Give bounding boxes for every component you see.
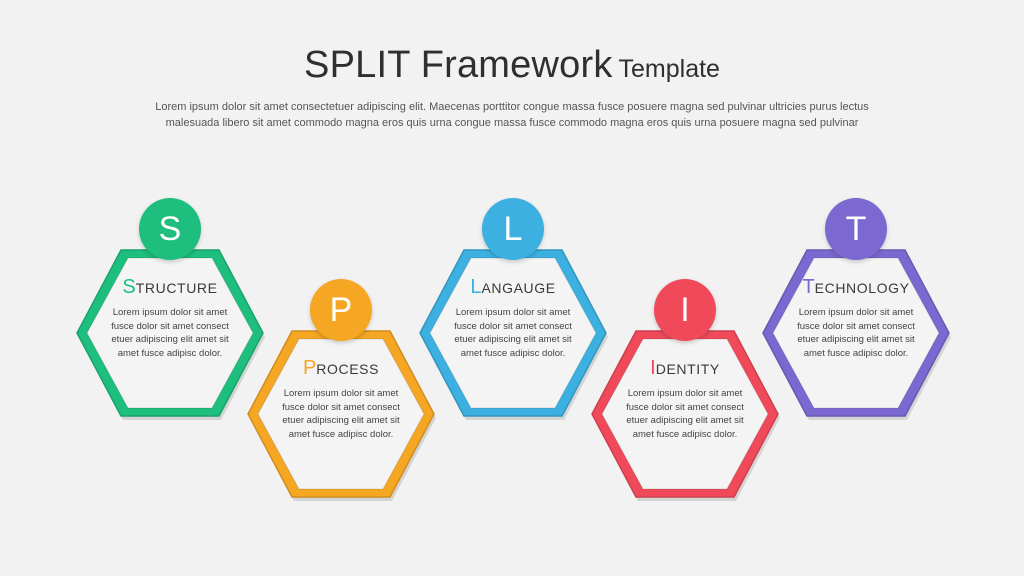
step-heading: STRUCTURE [75, 276, 265, 299]
hexagon-shape [591, 330, 780, 501]
heading-initial: T [802, 276, 815, 298]
subtitle-text: Lorem ipsum dolor sit amet consectetuer … [155, 101, 869, 129]
step-heading: LANGAUGE [418, 276, 608, 299]
step-letter-badge: I [654, 279, 716, 341]
step-structure: S STRUCTURE Lorem ipsum dolor sit amet f… [75, 198, 265, 420]
step-letter-badge: L [482, 198, 544, 260]
step-body-text: Lorem ipsum dolor sit amet fusce dolor s… [797, 307, 915, 359]
heading-initial: P [302, 357, 317, 379]
heading-initial: S [122, 276, 136, 298]
heading-rest: ROCESS [316, 361, 380, 377]
step-heading: IDENTITY [590, 357, 780, 380]
hexagon-shape [419, 249, 608, 420]
step-body-text: Lorem ipsum dolor sit amet fusce dolor s… [454, 307, 572, 359]
hexagon-fill [86, 257, 254, 409]
hexagon-shape [247, 330, 436, 501]
hexagon-shape [76, 249, 265, 420]
heading-initial: L [470, 276, 482, 298]
title-main: SPLIT Framework [304, 44, 613, 86]
heading-rest: ANGAUGE [481, 280, 556, 296]
hexagon-fill [772, 257, 940, 409]
step-language: L LANGAUGE Lorem ipsum dolor sit amet fu… [418, 198, 608, 420]
step-letter-badge: S [139, 198, 201, 260]
step-body-text: Lorem ipsum dolor sit amet fusce dolor s… [626, 388, 744, 440]
hexagon-fill [429, 257, 597, 409]
step-process: P PROCESS Lorem ipsum dolor sit amet fus… [246, 279, 436, 501]
step-body-text: Lorem ipsum dolor sit amet fusce dolor s… [111, 307, 229, 359]
heading-rest: DENTITY [655, 361, 720, 377]
step-technology: T TECHNOLOGY Lorem ipsum dolor sit amet … [761, 198, 951, 420]
heading-initial: I [650, 357, 656, 379]
step-letter-badge: T [825, 198, 887, 260]
step-letter-badge: P [310, 279, 372, 341]
step-heading: PROCESS [246, 357, 436, 380]
heading-rest: TRUCTURE [135, 280, 218, 296]
step-body-text: Lorem ipsum dolor sit amet fusce dolor s… [282, 388, 400, 440]
hexagon-fill [257, 338, 425, 490]
step-heading: TECHNOLOGY [761, 276, 951, 299]
hexagon-shape [762, 249, 951, 420]
hexagon-fill [601, 338, 769, 490]
heading-rest: ECHNOLOGY [814, 280, 910, 296]
title-sub: Template [618, 55, 720, 83]
step-identity: I IDENTITY Lorem ipsum dolor sit amet fu… [590, 279, 780, 501]
